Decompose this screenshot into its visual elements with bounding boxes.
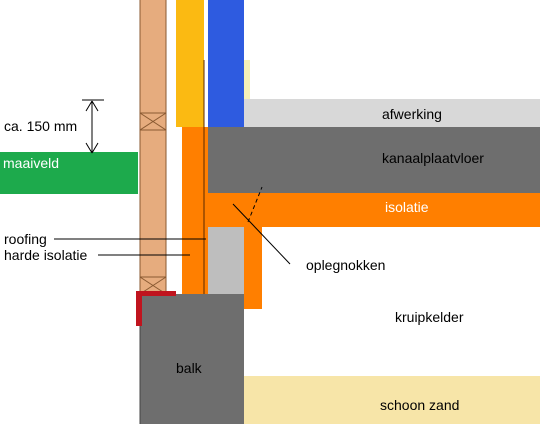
roofing-membrane-top <box>136 291 176 296</box>
ground-level-bar <box>0 152 138 194</box>
cams-leader-solid <box>232 203 291 265</box>
timber-batten-cross-top <box>139 112 167 131</box>
cams-leader-dashed <box>247 186 263 223</box>
timber-cladding <box>140 0 166 294</box>
light-yellow-strip <box>244 60 250 99</box>
blue-membrane-layer <box>208 0 244 127</box>
foundation-side-insulation <box>244 227 262 309</box>
roofing-label: roofing <box>4 231 47 247</box>
finish-layer <box>244 99 540 127</box>
roofing-membrane <box>136 291 142 326</box>
ground-level-label: maaiveld <box>3 155 60 171</box>
support-cams-label: oplegnokken <box>306 257 386 273</box>
finish-label: afwerking <box>382 106 442 122</box>
hollow-core-floor-slab <box>208 127 540 193</box>
wall-insulation-yellow <box>176 0 204 127</box>
crawlspace-label: kruipkelder <box>395 309 464 325</box>
dimension-arrow-top <box>85 100 99 112</box>
cavity-gap <box>176 127 182 294</box>
insulation-label: isolatie <box>385 199 429 215</box>
support-cam <box>208 227 244 294</box>
floor-slab-label: kanaalplaatvloer <box>382 150 484 166</box>
dimension-arrow-bottom <box>85 142 99 154</box>
floor-insulation <box>208 193 540 227</box>
beam-label: balk <box>176 360 202 376</box>
hard-insulation-label: harde isolatie <box>4 247 88 263</box>
clean-sand-label: schoon zand <box>380 397 460 413</box>
height-dimension-label: ca. 150 mm <box>4 118 78 134</box>
foundation-beam <box>140 294 244 424</box>
clean-sand-layer <box>244 376 540 424</box>
